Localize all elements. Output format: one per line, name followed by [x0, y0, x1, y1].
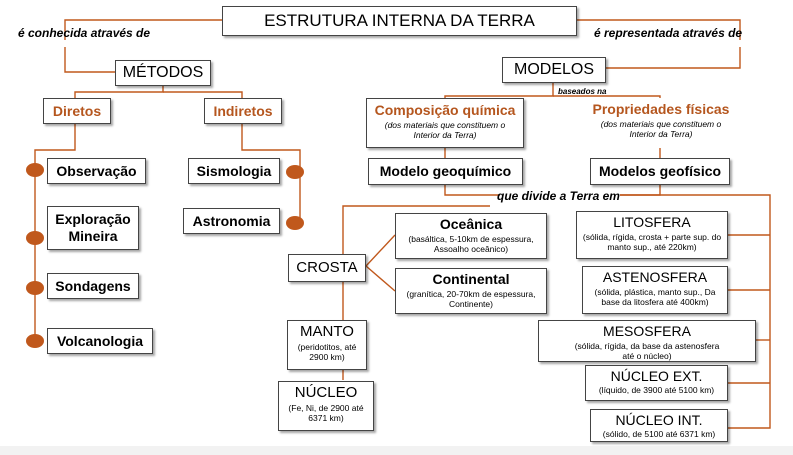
nucleo-ext-title: NÚCLEO EXT. [610, 368, 703, 384]
manto-sub: (peridotitos, até 2900 km) [297, 342, 357, 362]
connector-title-right [577, 19, 741, 40]
continental-title: Continental [432, 271, 510, 287]
bullet-icon [26, 334, 44, 348]
label-baseados: baseados na [558, 87, 607, 96]
page-title: ESTRUTURA INTERNA DA TERRA [264, 11, 535, 30]
item-astronomia: Astronomia [183, 208, 280, 234]
connector-to-modelos [606, 47, 741, 69]
item-observacao-label: Observação [56, 163, 137, 179]
footer-bar [0, 446, 793, 455]
connector-title-left [64, 19, 222, 40]
connector-diretos-spine [34, 123, 76, 341]
item-sismologia-label: Sismologia [196, 163, 272, 179]
item-astronomia-label: Astronomia [192, 213, 271, 229]
modelo-geoquimico-label: Modelo geoquímico [379, 163, 512, 179]
connector-geofisico-spine [620, 194, 771, 429]
connector-to-metodos [64, 47, 115, 73]
astenosfera-box: ASTENOSFERA (sólida, plástica, manto sup… [582, 266, 728, 314]
nucleo-box: NÚCLEO (Fe, Ni, de 2900 até 6371 km) [278, 381, 374, 431]
indiretos-box: Indiretos [204, 98, 282, 124]
composicao-title: Composição química [374, 102, 516, 118]
manto-box: MANTO (peridotitos, até 2900 km) [287, 320, 367, 370]
connector-crosta-oceanica [365, 234, 396, 267]
bullet-icon [26, 163, 44, 177]
item-observacao: Observação [47, 158, 146, 184]
item-exploracao-label: Exploração Mineira [55, 211, 131, 244]
modelos-label: MODELOS [513, 61, 594, 78]
litosfera-title: LITOSFERA [613, 214, 691, 230]
bullet-icon [26, 231, 44, 245]
oceanica-title: Oceânica [439, 216, 503, 232]
item-exploracao: Exploração Mineira [47, 206, 139, 250]
connector-divide-crosta [342, 205, 490, 254]
mesosfera-sub: (sólida, rígida, da base da astenosfera … [574, 341, 720, 361]
item-volcanologia-label: Volcanologia [56, 333, 144, 349]
nucleo-title: NÚCLEO [294, 384, 358, 401]
connector-geofisico-divide [620, 185, 661, 196]
connector-geoquimico-divide [444, 185, 500, 196]
mesosfera-box: MESOSFERA (sólida, rígida, da base da as… [538, 320, 756, 362]
propriedades-title: Propriedades físicas [592, 101, 730, 117]
composicao-sub: (dos materiais que constituem o Interior… [384, 120, 506, 140]
propriedades-box: Propriedades físicas (dos materiais que … [582, 98, 740, 148]
connector-to-diretos [74, 85, 164, 98]
nucleo-int-box: NÚCLEO INT. (sólido, de 5100 até 6371 km… [590, 409, 728, 442]
modelo-geofisico-label: Modelos geofísico [598, 163, 722, 179]
crosta-box: CROSTA [288, 254, 366, 282]
litosfera-sub: (sólida, rígida, crosta + parte sup. do … [582, 232, 722, 252]
nucleo-ext-sub: (líquido, de 3900 até 5100 km) [598, 385, 715, 395]
connector-indiretos-spine [241, 123, 301, 222]
manto-title: MANTO [300, 323, 354, 340]
oceanica-box: Oceânica (basáltica, 5-10km de espessura… [395, 213, 547, 259]
connector-to-indiretos [163, 91, 243, 98]
connector-crosta-continental [365, 265, 396, 292]
propriedades-sub: (dos materiais que constituem o Interior… [600, 119, 722, 139]
indiretos-label: Indiretos [213, 103, 273, 119]
continental-sub: (granítica, 20-70km de espessura, Contin… [406, 289, 536, 309]
astenosfera-title: ASTENOSFERA [602, 269, 708, 285]
oceanica-sub: (basáltica, 5-10km de espessura, Assoalh… [408, 234, 534, 254]
crosta-label: CROSTA [296, 259, 358, 276]
nucleo-int-sub: (sólido, de 5100 até 6371 km) [602, 429, 716, 439]
item-sismologia: Sismologia [188, 158, 280, 184]
mesosfera-title: MESOSFERA [603, 323, 691, 339]
nucleo-sub: (Fe, Ni, de 2900 até 6371 km) [288, 403, 364, 423]
label-representada: é representada através de [594, 26, 743, 40]
astenosfera-sub: (sólida, plástica, manto sup., Da base d… [594, 287, 716, 307]
nucleo-ext-box: NÚCLEO EXT. (líquido, de 3900 até 5100 k… [585, 365, 728, 401]
metodos-label: MÉTODOS [122, 64, 204, 81]
title-box: ESTRUTURA INTERNA DA TERRA [222, 6, 577, 36]
diretos-box: Diretos [43, 98, 111, 124]
bullet-icon [286, 216, 304, 230]
nucleo-int-title: NÚCLEO INT. [615, 412, 703, 428]
label-divide: que divide a Terra em [497, 189, 620, 203]
label-conhecida: é conhecida através de [18, 26, 151, 40]
bullet-icon [26, 281, 44, 295]
item-volcanologia: Volcanologia [47, 328, 153, 354]
metodos-box: MÉTODOS [115, 60, 211, 86]
connector-to-propriedades [553, 95, 661, 98]
continental-box: Continental (granítica, 20-70km de espes… [395, 268, 547, 314]
modelo-geoquimico-box: Modelo geoquímico [368, 158, 523, 185]
litosfera-box: LITOSFERA (sólida, rígida, crosta + part… [576, 211, 728, 259]
modelo-geofisico-box: Modelos geofísico [590, 158, 730, 185]
diretos-label: Diretos [52, 103, 102, 119]
composicao-box: Composição química (dos materiais que co… [366, 98, 524, 148]
item-sondagens-label: Sondagens [55, 278, 131, 294]
modelos-box: MODELOS [502, 57, 606, 83]
connector-to-composicao [444, 82, 554, 98]
item-sondagens: Sondagens [47, 273, 139, 299]
bullet-icon [286, 165, 304, 179]
